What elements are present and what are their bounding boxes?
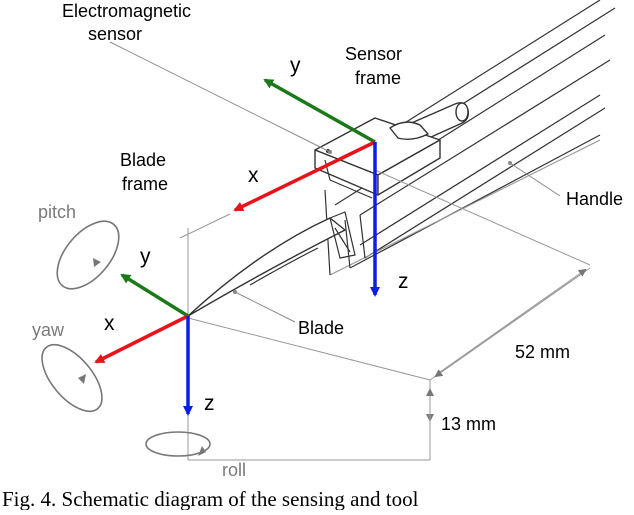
blade-shape bbox=[187, 211, 356, 317]
sensor-frame-axes bbox=[233, 78, 380, 297]
sensor-x-axis bbox=[233, 140, 376, 212]
blade-x-label: x bbox=[104, 312, 115, 335]
yaw-rotation-icon bbox=[41, 343, 103, 413]
sensor-y-label: y bbox=[290, 54, 301, 77]
electromagnetic-sensor bbox=[314, 117, 441, 199]
roll-label: roll bbox=[222, 460, 246, 480]
em-sensor-label-2: sensor bbox=[88, 24, 142, 44]
sensor-frame-label-2: frame bbox=[355, 68, 401, 88]
roll-rotation-icon bbox=[145, 431, 211, 457]
annotation-lines bbox=[109, 41, 561, 323]
height-dimension-label: 13 mm bbox=[441, 414, 496, 434]
blade-y-axis bbox=[120, 273, 189, 318]
yaw-label: yaw bbox=[32, 320, 65, 340]
blade-label: Blade bbox=[298, 318, 344, 338]
pitch-rotation-icon bbox=[56, 220, 120, 290]
handle-label: Handle bbox=[566, 189, 623, 209]
dimension-lines bbox=[179, 169, 591, 461]
length-dimension-label: 52 mm bbox=[515, 342, 570, 362]
sensor-frame-label-1: Sensor bbox=[345, 44, 402, 64]
blade-y-label: y bbox=[140, 245, 151, 268]
blade-frame-label-2: frame bbox=[122, 174, 168, 194]
blade-frame-label-1: Blade bbox=[120, 150, 166, 170]
blade-x-axis bbox=[94, 314, 189, 364]
sensor-z-label: z bbox=[398, 270, 409, 293]
blade-z-label: z bbox=[204, 392, 215, 415]
pitch-label: pitch bbox=[38, 202, 76, 222]
em-sensor-label-1: Electromagnetic bbox=[62, 1, 191, 21]
figure-caption: Fig. 4. Schematic diagram of the sensing… bbox=[2, 487, 419, 510]
sensor-x-label: x bbox=[248, 164, 259, 187]
sensor-y-axis bbox=[263, 78, 376, 144]
blade-frame-axes bbox=[94, 273, 193, 416]
